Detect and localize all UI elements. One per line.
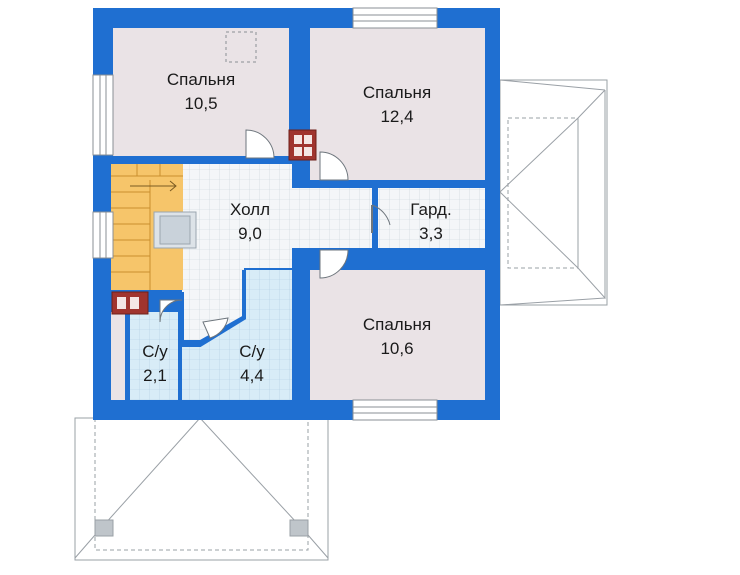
roof-terrace-east bbox=[499, 79, 608, 306]
room-bedroom-se bbox=[310, 270, 485, 400]
chimney-lower bbox=[111, 291, 149, 315]
bedroom-se-name: Спальня bbox=[363, 315, 431, 334]
wc-small-area: 2,1 bbox=[143, 366, 167, 385]
chimney-upper bbox=[288, 129, 317, 161]
wardrobe-name: Гард. bbox=[410, 200, 451, 219]
wc-large-area: 4,4 bbox=[240, 366, 264, 385]
bedroom-nw-name: Спальня bbox=[167, 70, 235, 89]
windows bbox=[92, 7, 438, 421]
attic-hatch bbox=[225, 31, 257, 63]
bedroom-ne-area: 12,4 bbox=[380, 107, 413, 126]
room-wardrobe bbox=[378, 188, 485, 248]
room-wc-large bbox=[182, 270, 292, 400]
room-wc-small bbox=[130, 312, 178, 400]
wc-small-name: С/у bbox=[142, 342, 168, 361]
doors bbox=[159, 129, 391, 339]
staircase bbox=[111, 164, 197, 290]
wardrobe-area: 3,3 bbox=[419, 224, 443, 243]
bedroom-nw-area: 10,5 bbox=[184, 94, 217, 113]
room-bedroom-ne bbox=[310, 28, 485, 180]
hall-area: 9,0 bbox=[238, 224, 262, 243]
shaft bbox=[111, 312, 125, 400]
bedroom-se-area: 10,6 bbox=[380, 339, 413, 358]
roof-porch-south bbox=[74, 417, 329, 561]
wc-large-name: С/у bbox=[239, 342, 265, 361]
bedroom-ne-name: Спальня bbox=[363, 83, 431, 102]
hall-name: Холл bbox=[230, 200, 270, 219]
